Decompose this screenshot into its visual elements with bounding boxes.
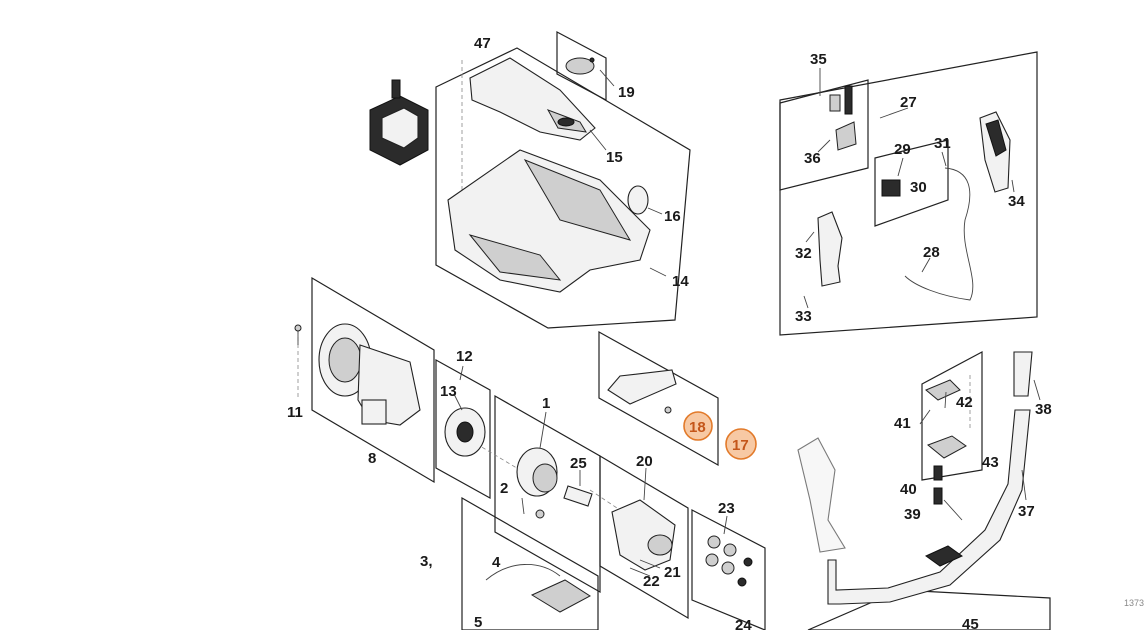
callout-31: 31	[934, 135, 951, 152]
callout-34: 34	[1008, 193, 1025, 210]
callout-3: 3,	[420, 553, 433, 570]
fan-group-box	[311, 276, 435, 484]
callout-33: 33	[795, 308, 812, 325]
highlight-circle-17	[725, 428, 757, 460]
trigger-plate-part	[881, 179, 901, 197]
callout-27: 27	[900, 94, 917, 111]
gearbox-part	[611, 499, 676, 571]
impeller-group-box	[435, 358, 491, 500]
bearing-group-box	[691, 509, 766, 630]
callout-14: 14	[672, 273, 689, 290]
electronics-group-box	[461, 496, 599, 630]
motor-group-box	[494, 394, 601, 594]
callout-17: 17	[732, 437, 749, 454]
callout-19: 19	[618, 84, 635, 101]
callout-39: 39	[904, 506, 921, 523]
wire-harness-part	[904, 167, 974, 301]
callout-2: 2	[500, 480, 508, 497]
callout-35: 35	[810, 51, 827, 68]
callout-4: 4	[492, 554, 501, 571]
switch-group-box	[779, 79, 869, 191]
tube-part	[827, 351, 1033, 605]
highlight-circle-18	[683, 411, 713, 441]
electronics-board-part	[485, 564, 591, 613]
callout-38: 38	[1035, 401, 1052, 418]
callout-45: 45	[962, 616, 979, 630]
callout-12: 12	[456, 348, 473, 365]
callout-22: 22	[643, 573, 660, 590]
motor-part	[516, 447, 558, 497]
callout-15: 15	[606, 149, 623, 166]
callout-41: 41	[894, 415, 911, 432]
corner-ref-text: 1373	[1124, 598, 1144, 608]
callout-11: 11	[287, 404, 303, 421]
housing-group-box	[435, 47, 691, 329]
gear-group-box	[599, 454, 689, 620]
callout-20: 20	[636, 453, 653, 470]
impeller-part	[444, 407, 486, 457]
shield-group-box	[598, 330, 719, 467]
callout-32: 32	[795, 245, 812, 262]
callout-5: 5	[474, 614, 482, 630]
callout-16: 16	[664, 208, 681, 225]
callout-37: 37	[1018, 503, 1035, 520]
handle-group-box	[779, 51, 1038, 336]
callout-18: 18	[689, 419, 706, 436]
upper-housing-part	[469, 57, 596, 141]
callout-21: 21	[664, 564, 681, 581]
ghost-handle-part	[797, 437, 846, 553]
heat-shield-part	[607, 369, 677, 414]
callout-36: 36	[804, 150, 821, 167]
gasket-part	[627, 185, 649, 215]
callout-30: 30	[910, 179, 927, 196]
cap-part	[565, 57, 595, 75]
bearing-set-part	[705, 535, 753, 587]
handle-shell-part	[979, 111, 1011, 193]
callout-42: 42	[956, 394, 973, 411]
callout-1: 1	[542, 395, 550, 412]
plate-group-box	[874, 139, 949, 227]
callout-40: 40	[900, 481, 917, 498]
callout-24: 24	[735, 617, 752, 630]
switch-parts	[829, 85, 857, 151]
lever-parts	[925, 379, 967, 567]
fan-housing-part	[318, 323, 421, 426]
lower-housing-part	[447, 149, 651, 293]
shaft-part	[563, 485, 593, 507]
cap-group-box	[556, 31, 607, 101]
callout-13: 13	[440, 383, 457, 400]
callout-43: 43	[982, 454, 999, 471]
battery-pack-part	[369, 79, 429, 166]
callout-28: 28	[923, 244, 940, 261]
callout-23: 23	[718, 500, 735, 517]
screw-11-icon	[294, 324, 302, 332]
callout-25: 25	[570, 455, 587, 472]
grip-part	[817, 211, 843, 287]
callout-8: 8	[368, 450, 376, 467]
lever-group-box	[921, 351, 983, 481]
screw-2-icon	[535, 509, 545, 519]
callout-29: 29	[894, 141, 911, 158]
callout-47: 47	[474, 35, 491, 52]
